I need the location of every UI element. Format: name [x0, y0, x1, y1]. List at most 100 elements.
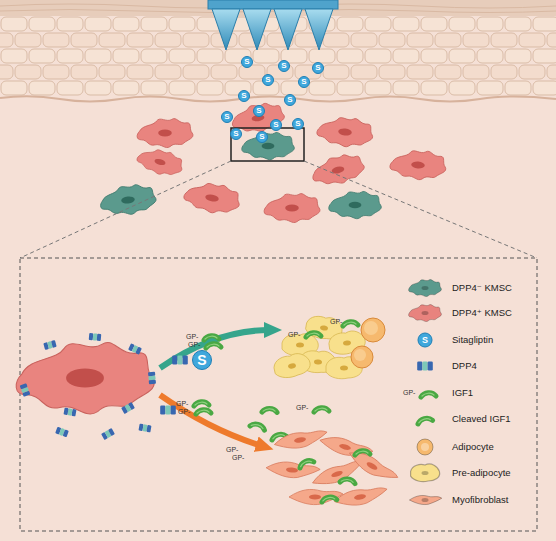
sitagliptin-circle: S: [298, 76, 310, 88]
label-text: GP-: [296, 404, 308, 411]
swatch-nucleus: [422, 286, 429, 290]
dpp4-receptor: [160, 405, 176, 414]
label-text: GP-: [288, 331, 300, 338]
igf1: [314, 408, 329, 412]
legend-swatch-frame: [407, 462, 443, 484]
drug-letter: S: [287, 96, 292, 104]
legend-text: DPP4: [452, 360, 477, 372]
cleaved-igf1-sample: [417, 417, 433, 424]
legend-text: IGF1: [452, 387, 473, 399]
legend-swatch-frame: [407, 436, 443, 458]
drug-letter: S: [259, 133, 264, 141]
igf1: [343, 322, 358, 326]
microneedle: [274, 9, 302, 50]
microneedle: [305, 9, 333, 50]
swatch-nucleus: [422, 311, 429, 315]
drug-letter: S: [301, 78, 306, 86]
dpp4-pos-cell: [264, 194, 320, 223]
cleaved-igf1: [355, 451, 370, 455]
sitagliptin-circle: S: [262, 74, 274, 86]
teal-arrow: [160, 330, 270, 368]
cleaved-igf1: [322, 496, 337, 502]
legend-text: Cleaved IGF1: [452, 413, 511, 425]
sitagliptin-circle: S: [230, 128, 242, 140]
dpp4-receptor: [63, 408, 76, 417]
dpp4-receptor: [138, 424, 151, 433]
dpp4-receptor: [172, 355, 188, 364]
igf1: [204, 336, 219, 340]
label-text: GP-: [403, 389, 415, 396]
legend-text: Pre-adipocyte: [452, 467, 511, 479]
legend-text: DPP4⁺ KMSC: [452, 307, 512, 319]
igf1: [196, 410, 211, 414]
basement-membrane: [0, 96, 556, 101]
legend-swatch: [409, 280, 442, 297]
dpp4-receptor: [128, 343, 142, 354]
dpp4-receptor: [148, 372, 156, 385]
cleaved-igf1: [250, 422, 266, 431]
dpp4-pos-cell: [135, 145, 186, 180]
cleaved-igf1: [299, 459, 315, 468]
adipocyte: [361, 318, 385, 342]
dpp4-pos-cell: [137, 119, 193, 148]
dpp4-neg-cell: [242, 132, 295, 159]
legend-swatch: [411, 464, 440, 482]
cleaved-igf1: [262, 408, 277, 414]
drug-letter: S: [295, 120, 300, 128]
legend-swatch: [409, 305, 442, 322]
dpp4-pos-cell: [389, 149, 447, 182]
legend-swatch-frame: [407, 302, 443, 324]
sitagliptin-circle: S: [192, 350, 212, 370]
drug-letter: S: [273, 121, 278, 129]
legend-text: Sitagliptin: [452, 334, 493, 346]
legend-text: Adipocyte: [452, 441, 494, 453]
dpp4-pos-cell: [316, 115, 375, 150]
orange-arrow: [160, 395, 262, 446]
sitagliptin-sample: [418, 333, 432, 347]
dpp4-receptor: [43, 340, 56, 350]
epidermis-row: [0, 32, 556, 48]
myofibroblast: [289, 489, 343, 504]
zoom-line: [20, 161, 231, 258]
legend-text: DPP4⁻ KMSC: [452, 282, 512, 294]
igf1-sample: [421, 393, 436, 397]
zoom-box: [231, 128, 304, 161]
sitagliptin-circle: S: [256, 131, 268, 143]
igf1: [194, 402, 209, 406]
dpp4-receptor: [121, 402, 135, 414]
sitagliptin-circle: S: [270, 119, 282, 131]
label-text: GP-: [188, 341, 200, 348]
cleaved-igf1: [340, 478, 356, 485]
myofibroblast: [333, 485, 389, 509]
microneedle: [212, 9, 240, 50]
legend-swatch-frame: [407, 277, 443, 299]
drug-letter: S: [233, 130, 238, 138]
dpp4-neg-cell: [99, 183, 158, 218]
label-text: GP-: [186, 333, 198, 340]
dpp4-receptor: [101, 428, 115, 440]
drug-letter: S: [265, 76, 270, 84]
label-text: GP-: [176, 400, 188, 407]
legend-swatch-frame: [407, 489, 443, 511]
drug-letter: S: [256, 107, 261, 115]
drug-letter: S: [197, 353, 206, 367]
legend-swatch: [409, 495, 441, 504]
drug-letter: S: [244, 58, 249, 66]
swatch-nucleus: [422, 471, 429, 475]
dpp4-pos-cell-large: [16, 342, 154, 414]
sitagliptin-circle: S: [253, 105, 265, 117]
dpp4-pos-cell: [182, 179, 242, 217]
sitagliptin-circle: S: [278, 60, 290, 72]
dpp4-neg-cell: [329, 191, 382, 218]
label-text: GP-: [232, 454, 244, 461]
label-text: GP-: [226, 446, 238, 453]
adipocyte: [351, 346, 373, 368]
sitagliptin-circle: S: [241, 56, 253, 68]
dpp4-sample: [417, 361, 433, 370]
zoom-line: [304, 161, 537, 258]
sitagliptin-circle: S: [284, 94, 296, 106]
igf1: [206, 344, 221, 348]
